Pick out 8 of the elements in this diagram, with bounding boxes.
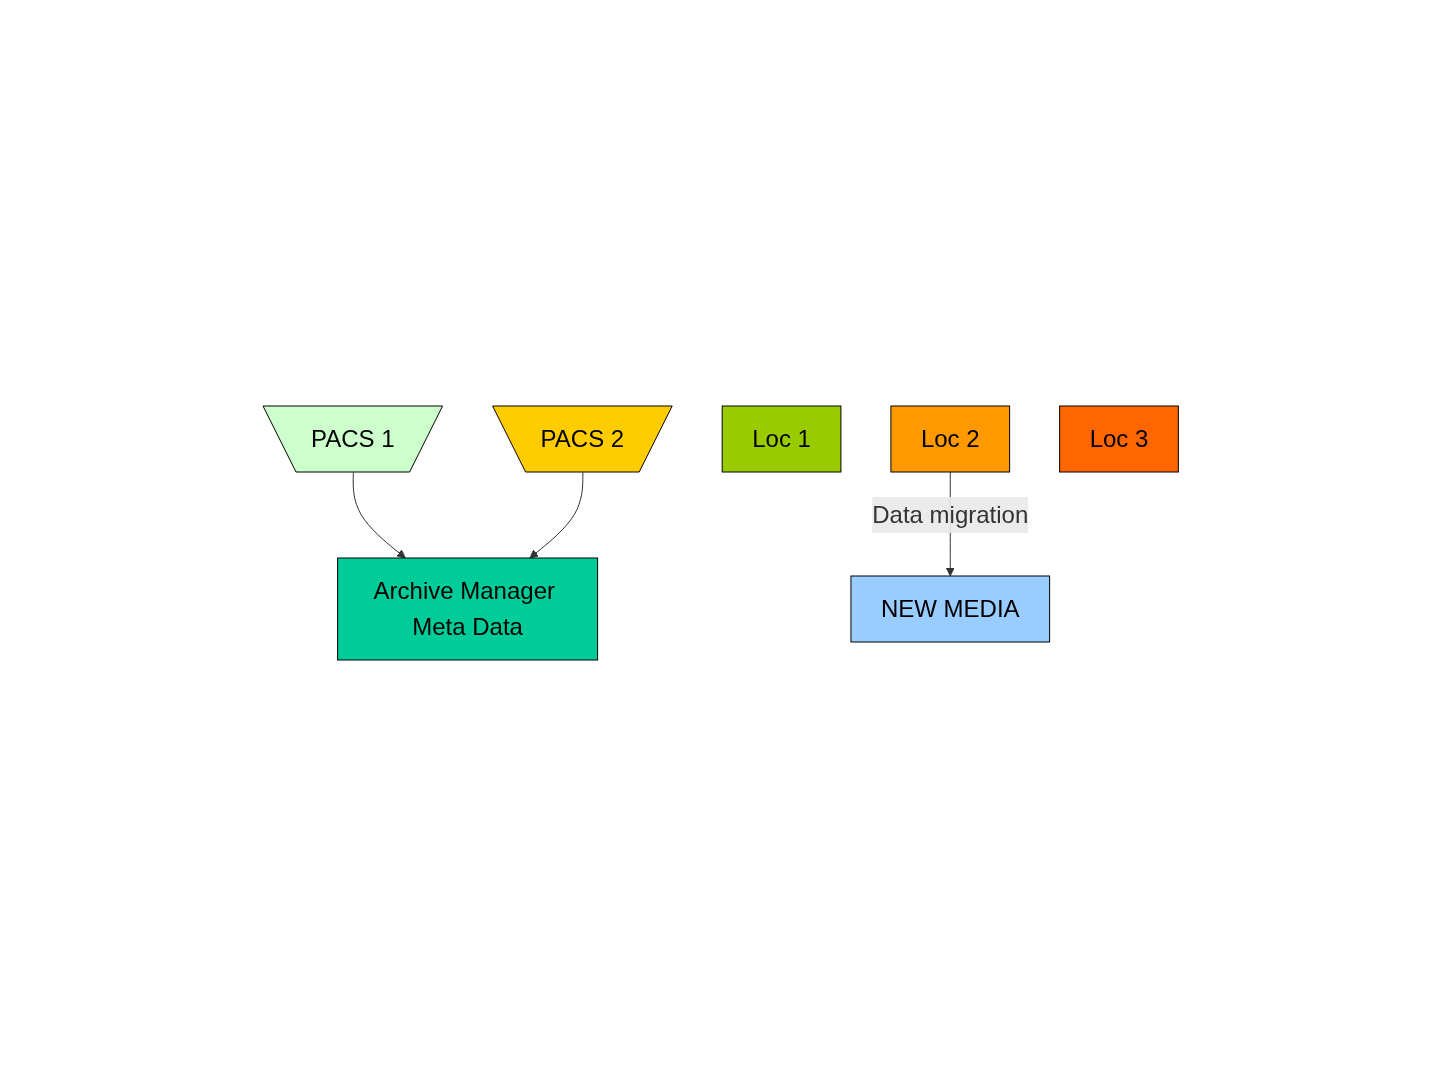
node-box: Loc 3	[1058, 405, 1179, 472]
node-box: Loc 1	[721, 405, 842, 472]
node-box: NEW MEDIA	[850, 575, 1050, 642]
arrow	[529, 471, 584, 558]
node-box: Archive Manager Meta Data	[336, 557, 598, 660]
edge-label: Data migration	[872, 500, 1029, 528]
arrow	[352, 471, 406, 558]
node-box: Loc 2	[890, 405, 1010, 472]
